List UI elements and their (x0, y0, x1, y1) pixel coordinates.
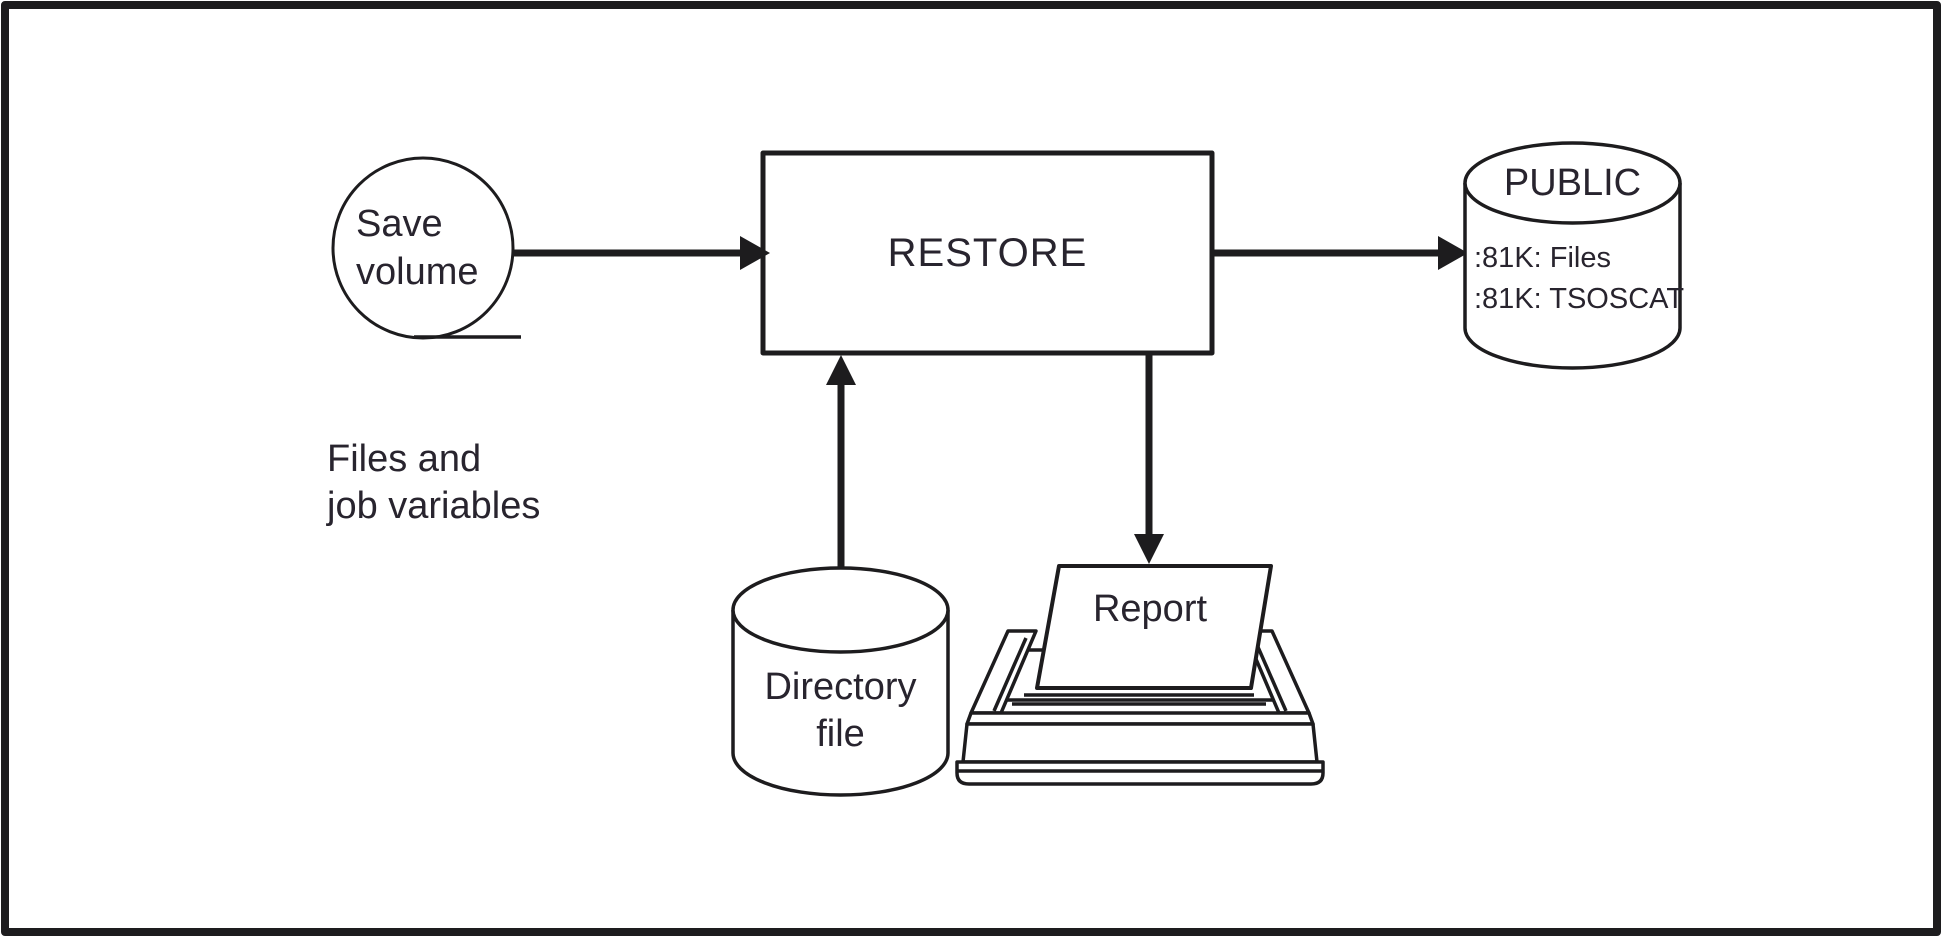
restore-box (760, 150, 1215, 356)
restore-label: RESTORE (887, 230, 1088, 275)
save-volume-label-line1: Save (356, 203, 443, 245)
public-disk-entries: :81K: Files :81K: TSOSCAT (1474, 238, 1684, 320)
directory-file-label-line2: file (816, 713, 865, 755)
arrowhead-restore-to-report (1134, 534, 1164, 564)
files-job-variables-note: Files and job variables (327, 436, 540, 530)
directory-file-cylinder-top (731, 566, 950, 654)
public-disk-entry-tsoscat: :81K: TSOSCAT (1474, 283, 1685, 315)
printer-base (955, 760, 1325, 786)
report-paper (1035, 564, 1273, 690)
arrowhead-directory-to-restore (826, 355, 856, 385)
directory-file-cylinder-body (731, 610, 950, 797)
directory-file-label-line1: Directory (764, 666, 917, 708)
printer-left-rail-line (992, 637, 1028, 712)
printer-right-rail-line (1252, 637, 1288, 712)
printer-lower-body (961, 722, 1319, 764)
public-disk-entry-files: :81K: Files (1474, 242, 1611, 274)
printer-icon (955, 564, 1325, 786)
report-label: Report (1092, 588, 1208, 630)
note-line2: job variables (327, 485, 541, 527)
directory-file-label: Directory file (733, 664, 948, 758)
public-disk-cylinder-body (1463, 183, 1682, 370)
arrowhead-save-to-restore (740, 236, 770, 270)
public-disk-cylinder-top (1463, 141, 1682, 225)
public-disk-title: PUBLIC (1503, 162, 1642, 204)
note-line1: Files and (327, 438, 482, 480)
save-volume-label-line2: volume (356, 251, 479, 293)
arrowhead-restore-to-public (1438, 236, 1468, 270)
save-volume-label: Save volume (356, 200, 479, 296)
